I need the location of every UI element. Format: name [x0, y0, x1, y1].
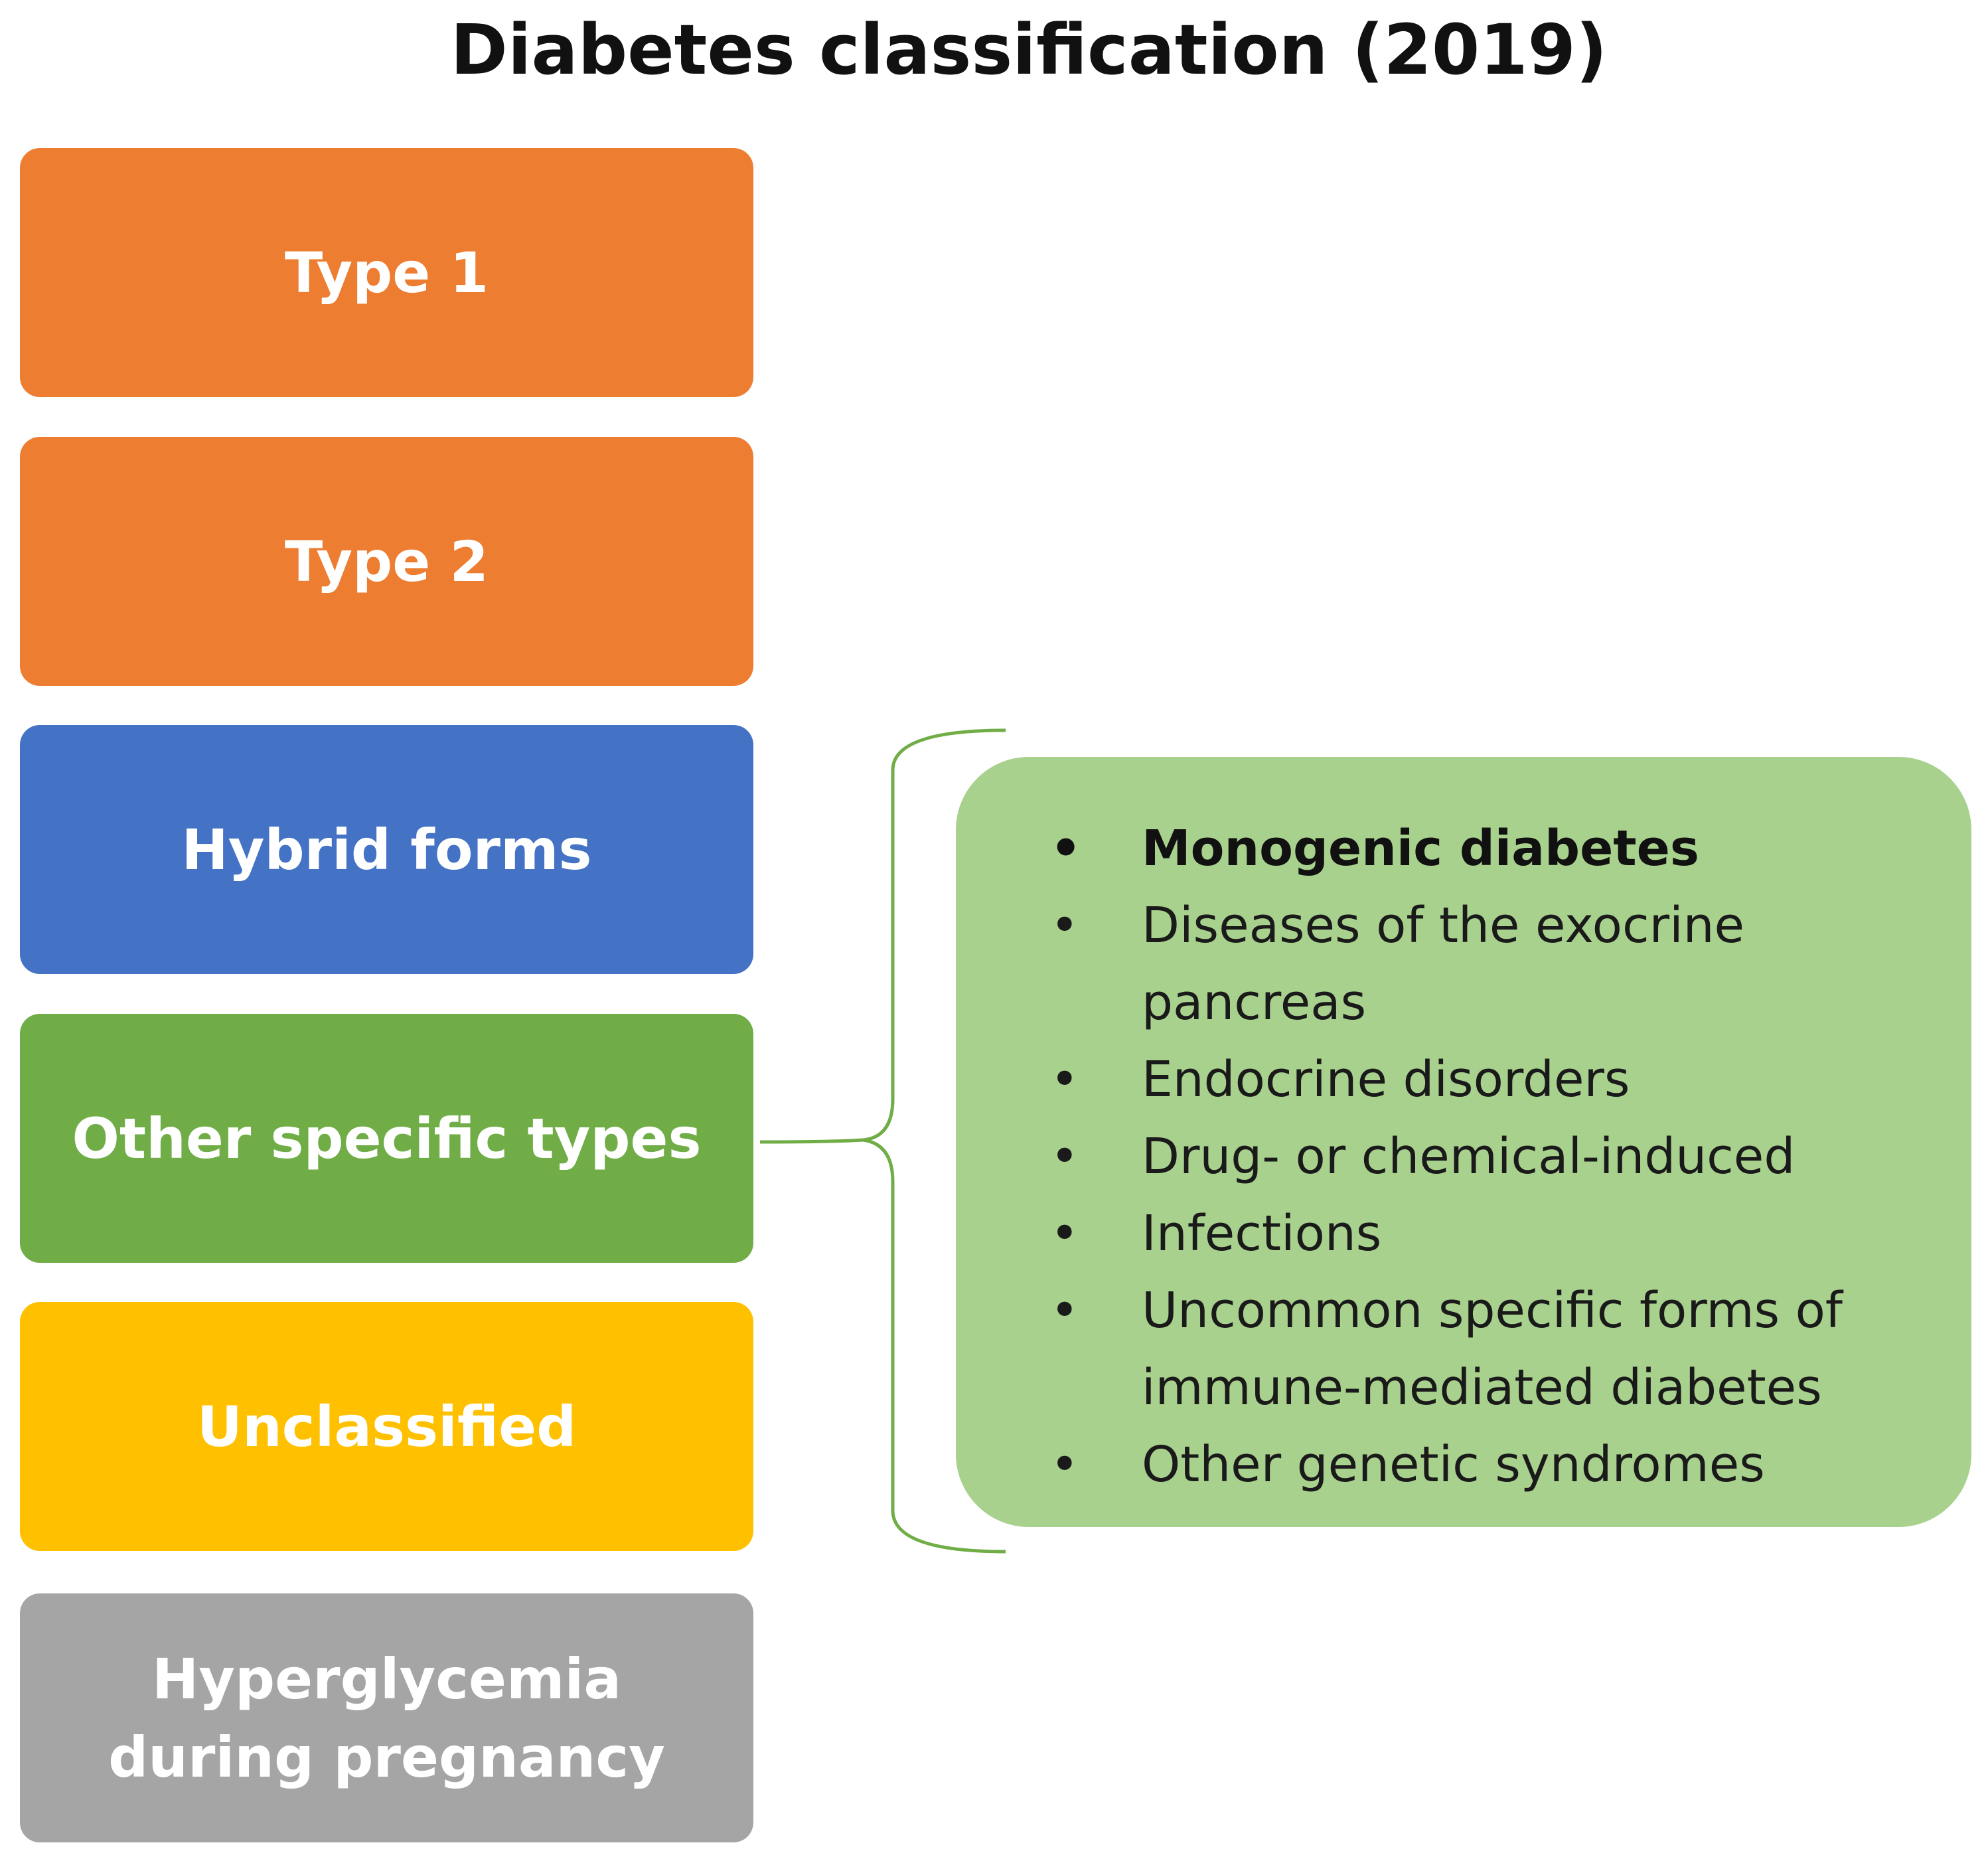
category-label: Hybrid forms	[181, 817, 592, 882]
list-item-text: Uncommon specific forms of immune-mediat…	[1142, 1282, 1843, 1416]
bullet-icon: •	[1050, 897, 1079, 954]
bullet-icon: •	[1050, 1128, 1079, 1185]
category-label: Hyperglycemia during pregnancy	[108, 1646, 665, 1790]
category-label: Type 1	[285, 240, 489, 305]
list-item: • Drug- or chemical-induced	[1009, 1118, 1945, 1195]
diagram-title: Diabetes classification (2019)	[450, 9, 1608, 90]
other-specific-types-detail: • Monogenic diabetes • Diseases of the e…	[956, 757, 1971, 1527]
list-item-text: Diseases of the exocrine pancreas	[1142, 897, 1745, 1031]
list-item-text: Drug- or chemical-induced	[1142, 1128, 1796, 1185]
list-item: • Monogenic diabetes	[1009, 810, 1945, 887]
list-item-text: Infections	[1142, 1205, 1382, 1262]
list-item: • Infections	[1009, 1195, 1945, 1272]
category-hybrid-forms: Hybrid forms	[20, 725, 753, 974]
bullet-icon: •	[1050, 1436, 1079, 1493]
list-item: • Endocrine disorders	[1009, 1041, 1945, 1118]
detail-list: • Monogenic diabetes • Diseases of the e…	[1009, 810, 1945, 1503]
list-item: • Uncommon specific forms of immune-medi…	[1009, 1272, 1945, 1426]
category-type-1: Type 1	[20, 148, 753, 397]
bullet-icon: •	[1050, 1051, 1079, 1108]
category-type-2: Type 2	[20, 437, 753, 686]
list-item-text: Other genetic syndromes	[1142, 1436, 1765, 1493]
list-item: • Diseases of the exocrine pancreas	[1009, 887, 1945, 1041]
category-label: Unclassified	[196, 1394, 577, 1459]
category-other-specific-types: Other specific types	[20, 1014, 753, 1263]
category-label: Other specific types	[72, 1105, 702, 1171]
bullet-icon: •	[1050, 820, 1082, 877]
bullet-icon: •	[1050, 1205, 1079, 1262]
bullet-icon: •	[1050, 1282, 1079, 1339]
category-hyperglycemia-during-pregnancy: Hyperglycemia during pregnancy	[20, 1593, 753, 1842]
list-item-text: Monogenic diabetes	[1142, 820, 1699, 877]
list-item-text: Endocrine disorders	[1142, 1051, 1630, 1108]
list-item: • Other genetic syndromes	[1009, 1426, 1945, 1503]
category-unclassified: Unclassified	[20, 1302, 753, 1551]
category-label: Type 2	[285, 528, 489, 594]
